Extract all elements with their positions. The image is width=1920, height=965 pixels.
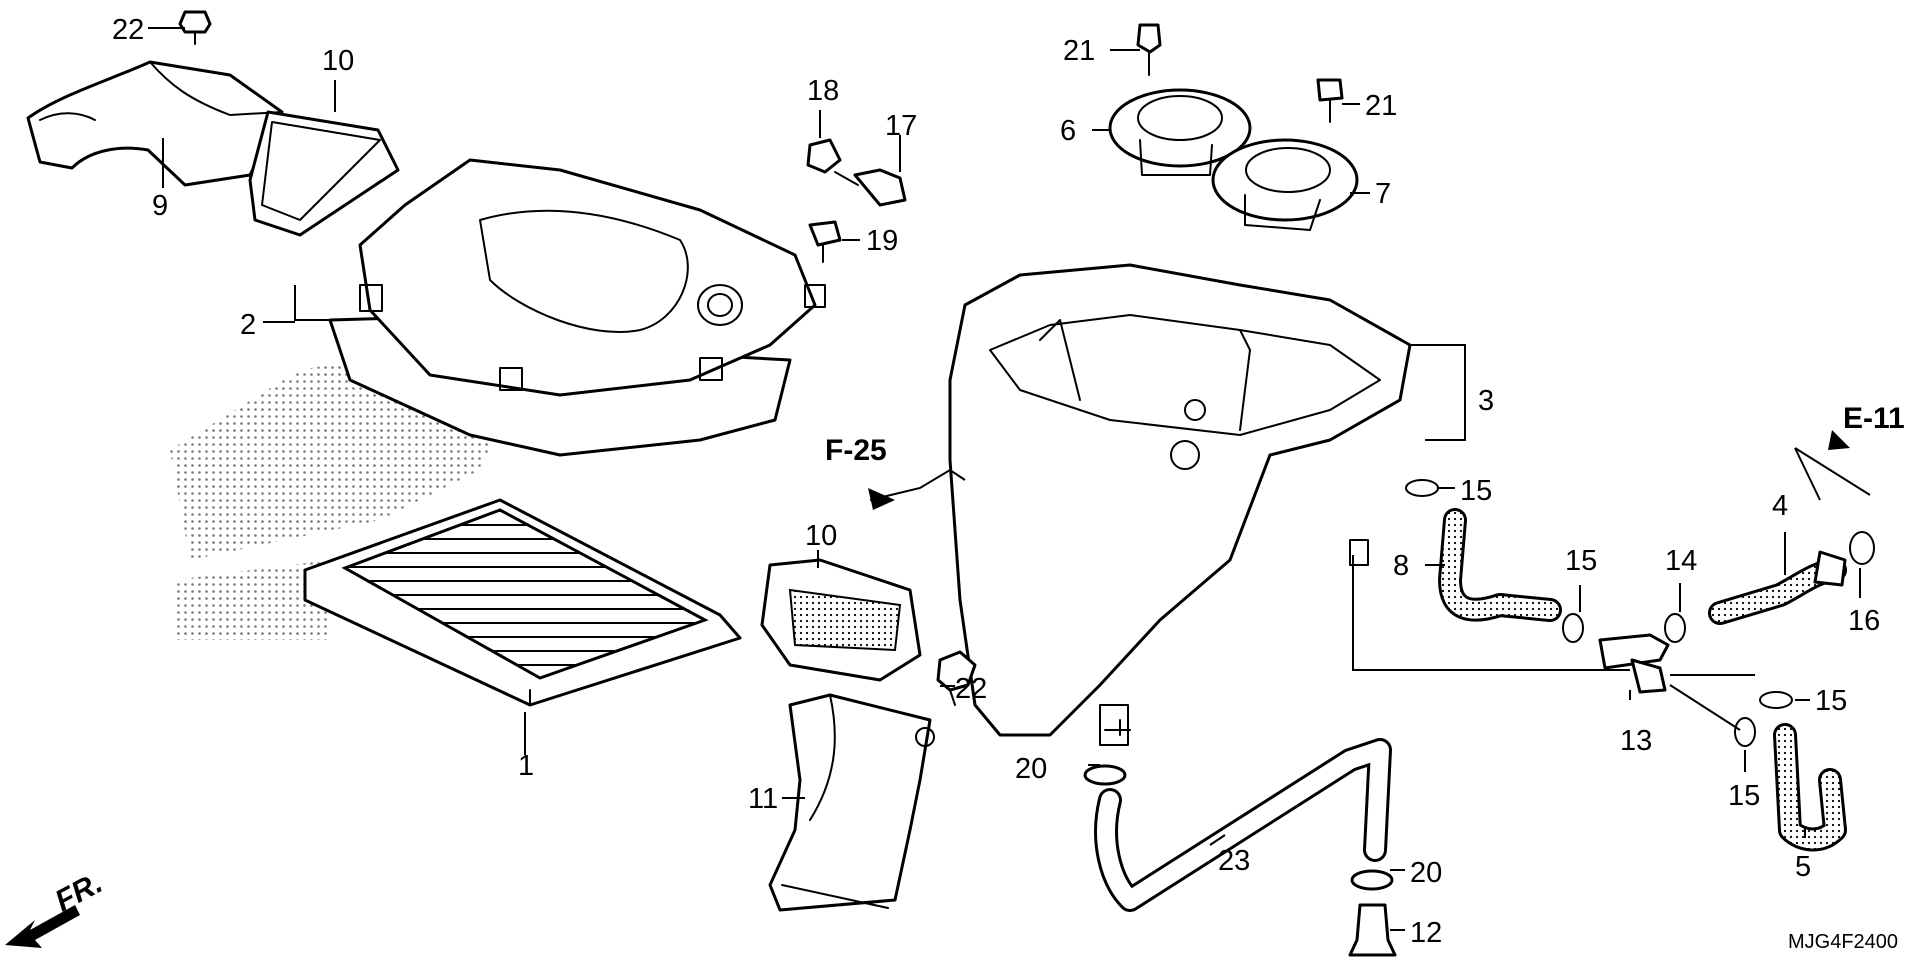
callout-15-a: 15 [1460, 475, 1492, 507]
reference-arrow-f25-icon [868, 468, 966, 510]
callout-15-b: 15 [1565, 545, 1597, 577]
callout-23: 23 [1218, 845, 1250, 877]
reference-label-e11: E-11 [1843, 402, 1905, 435]
callout-18: 18 [807, 75, 839, 107]
callout-22-top: 22 [112, 14, 144, 46]
callout-3: 3 [1478, 385, 1494, 417]
callout-21-right: 21 [1365, 90, 1397, 122]
air-filter-element-part-1 [303, 498, 742, 707]
intake-duct-part-11 [768, 693, 935, 912]
plug-part-12 [1348, 903, 1397, 957]
hose-part-4 [1708, 550, 1847, 625]
callout-17: 17 [885, 110, 917, 142]
callout-10-lower: 10 [805, 520, 837, 552]
callout-22-mid: 22 [955, 673, 987, 705]
front-arrow-icon [5, 905, 80, 948]
callout-15-d: 15 [1728, 780, 1760, 812]
callout-1: 1 [518, 750, 534, 782]
callout-11: 11 [748, 783, 778, 815]
callout-5: 5 [1795, 851, 1811, 883]
callout-6: 6 [1060, 115, 1076, 147]
reference-label-f25: F-25 [825, 434, 887, 467]
lower-air-case-part-3 [948, 263, 1412, 746]
clips [1405, 479, 1875, 747]
cover-part-7 [1211, 138, 1359, 231]
callout-13: 13 [1620, 725, 1652, 757]
leader-lines [148, 27, 1861, 931]
air-duct-part-9 [26, 60, 284, 187]
rubber-seal-part-10-lower [760, 558, 922, 682]
callout-10-top: 10 [322, 45, 354, 77]
callout-20-lower: 20 [1410, 857, 1442, 889]
callout-21-left: 21 [1063, 35, 1095, 67]
callout-7: 7 [1375, 178, 1391, 210]
clamp-part-20-upper [1083, 764, 1127, 786]
callout-4: 4 [1772, 490, 1788, 522]
front-direction-label: FR. [50, 866, 108, 918]
callout-19: 19 [866, 225, 898, 257]
callout-2: 2 [240, 309, 256, 341]
upper-air-case-part-2 [328, 158, 826, 457]
callout-9: 9 [152, 190, 168, 222]
callout-8: 8 [1393, 550, 1409, 582]
rubber-seal-part-10-top [248, 110, 400, 237]
callout-12: 12 [1410, 917, 1442, 949]
joint-part-13 [1598, 633, 1670, 694]
hose-part-8 [1438, 508, 1562, 622]
drain-hose-part-23 [1094, 738, 1392, 912]
fasteners [178, 10, 1344, 706]
callout-14: 14 [1665, 545, 1697, 577]
clamp-part-20-lower [1350, 869, 1394, 891]
hose-part-5 [1773, 723, 1847, 852]
callout-16: 16 [1848, 605, 1880, 637]
diagram-code: MJG4F2400 [1788, 931, 1898, 953]
reference-arrow-e11-icon [1794, 430, 1871, 501]
callout-15-c: 15 [1815, 685, 1847, 717]
callout-20-upper: 20 [1015, 753, 1047, 785]
cover-part-6 [1108, 88, 1252, 176]
